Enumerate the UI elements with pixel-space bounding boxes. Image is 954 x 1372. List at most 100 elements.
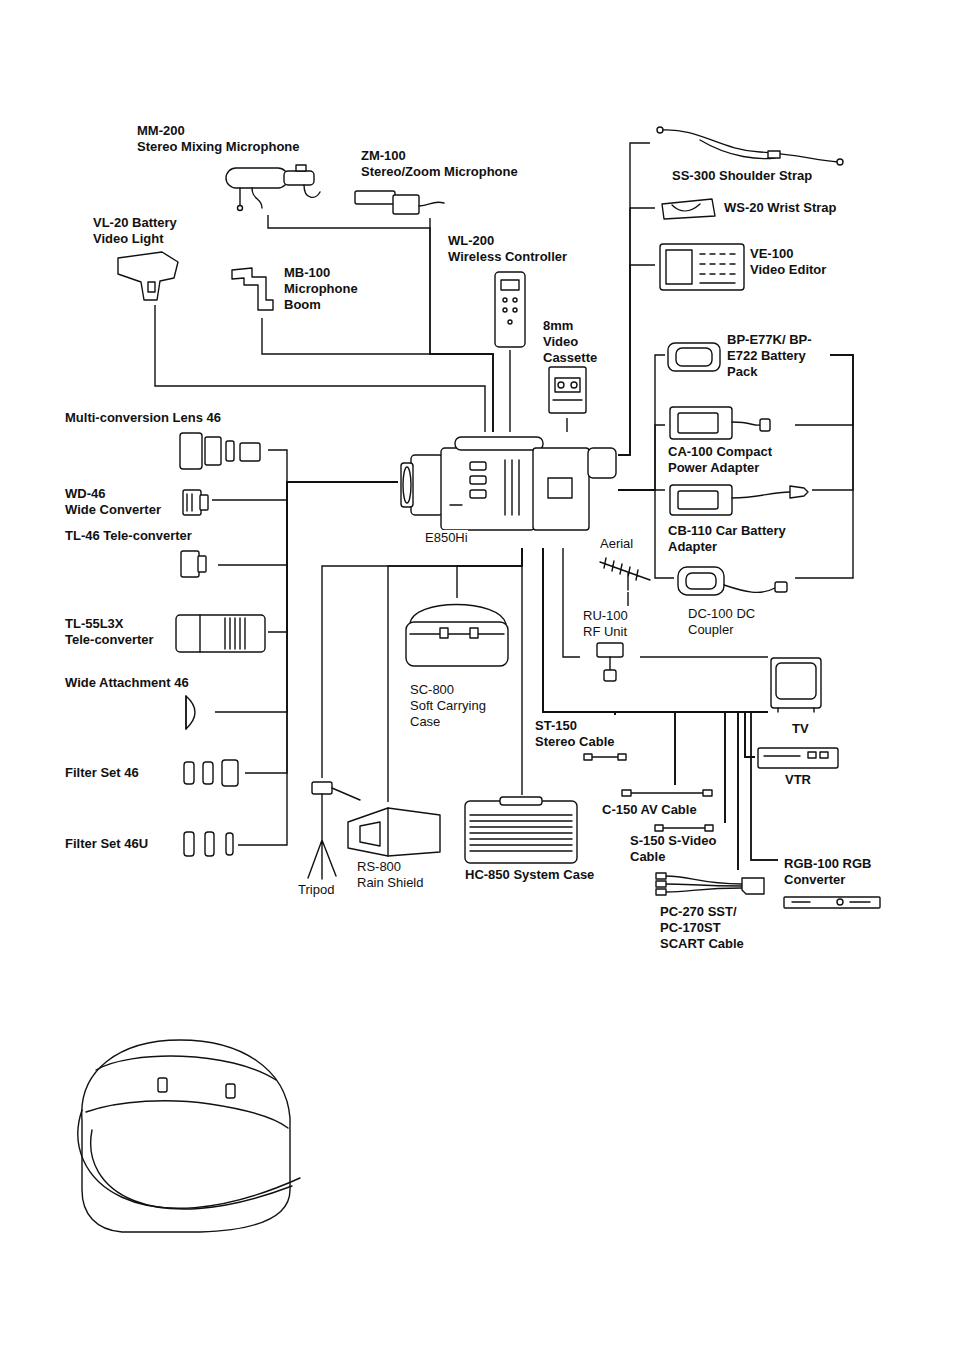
part-label: Tripod (298, 882, 334, 898)
cable-connector (618, 490, 674, 578)
multi-conversion-lens (180, 433, 260, 469)
scart-cable (656, 873, 764, 895)
shoulder-strap (657, 127, 663, 133)
accessory-node: PC-270 SST/ PC-170ST SCART Cable (653, 870, 767, 954)
part-label: VL-20 Battery Video Light (93, 215, 194, 247)
car-battery-adapter (670, 485, 808, 515)
accessory-node: Filter Set 46U (63, 828, 238, 860)
shoulder-strap (837, 159, 843, 165)
system-case (470, 815, 572, 851)
cable-connector (618, 265, 655, 455)
battery-pack (676, 348, 712, 366)
tele-converter-large (176, 615, 265, 652)
part-label: ZM-100 (361, 148, 406, 164)
accessory-node: 8mm Video Cassette (541, 316, 607, 418)
battery-video-light (118, 252, 178, 300)
dc-coupler (724, 585, 775, 592)
camcorder (450, 460, 519, 515)
part-label: S-150 S-Video Cable (630, 833, 730, 865)
s-video-cable (662, 827, 706, 828)
cable-connector (563, 548, 580, 657)
stereo-zoom-microphone (355, 191, 444, 214)
shoulder-strap (657, 127, 843, 165)
camcorder (441, 448, 535, 530)
television (776, 663, 816, 699)
part-label: CA-100 Compact Power Adapter (668, 444, 793, 476)
accessory-node: TL-46 Tele-converter (63, 526, 218, 580)
stereo-cable (584, 754, 592, 760)
car-battery-adapter (670, 485, 732, 515)
rgb-converter (784, 897, 880, 908)
part-label: BP-E77K/ BP-E722 Battery Pack (727, 332, 822, 380)
part-label: DC-100 DC Coupler (688, 606, 773, 638)
part-label: VTR (785, 772, 811, 788)
stereo-mixing-microphone (284, 171, 314, 185)
part-description: Rain Shield (357, 875, 424, 891)
wireless-controller (513, 308, 517, 312)
car-battery-adapter (790, 486, 808, 498)
accessory-node: Wide Attachment 46 (63, 673, 215, 732)
accessory-node: Aerial (596, 535, 652, 592)
stereo-cable (590, 756, 620, 757)
compact-power-adapter (760, 419, 770, 431)
part-label: Multi-conversion Lens 46 (65, 410, 221, 426)
video-cassette (549, 367, 586, 413)
part-description: Wide Converter (65, 502, 161, 518)
cable-connector (615, 712, 755, 757)
accessory-node: S-150 S-Video Cable (628, 823, 735, 868)
part-label: Filter Set 46U (65, 836, 148, 852)
part-description: Microphone Boom (284, 281, 368, 313)
scart-cable (656, 873, 666, 879)
camcorder (401, 463, 413, 507)
filter-set-u (184, 832, 233, 856)
part-label: ST-150 (535, 718, 577, 734)
part-label: HC-850 System Case (465, 867, 594, 883)
camcorder (470, 476, 486, 484)
stereo-cable (584, 754, 626, 760)
camcorder (455, 437, 543, 450)
video-editor (700, 254, 735, 283)
camcorder (403, 467, 411, 503)
microphone-boom (232, 268, 273, 310)
video-editor (660, 244, 744, 290)
accessory-node: WS-20 Wrist Strap (655, 195, 860, 222)
accessory-node: TV (768, 655, 824, 740)
soft-carrying-case (410, 633, 504, 634)
multi-conversion-lens (240, 443, 260, 461)
system-case (465, 797, 577, 863)
soft-carrying-case (440, 628, 448, 638)
shoulder-strap (768, 151, 780, 158)
part-label: MM-200 (137, 123, 185, 139)
multi-conversion-lens (180, 433, 202, 469)
dc-coupler (686, 573, 716, 589)
carrying-bag-illustration (96, 1056, 276, 1080)
accessory-node: DC-100 DC Coupler (674, 562, 795, 642)
compact-power-adapter (670, 407, 732, 439)
cable-connector (795, 355, 853, 578)
rf-unit (604, 670, 616, 681)
microphone-boom (232, 268, 273, 310)
accessory-node: VE-100Video Editor (655, 240, 845, 292)
part-label: TV (792, 721, 809, 737)
cable-connector (675, 712, 768, 785)
cable-connector (543, 548, 738, 870)
part-description: Soft Carrying Case (410, 698, 506, 730)
rf-unit (609, 657, 610, 670)
wide-converter (183, 490, 201, 515)
accessory-node: ST-150Stereo Cable (533, 715, 630, 762)
part-label: TL-55L3X (65, 616, 124, 632)
camcorder (411, 455, 443, 515)
cable-connector (725, 712, 768, 823)
wide-converter (183, 490, 208, 515)
part-label: CB-110 Car Battery Adapter (668, 523, 803, 555)
stereo-zoom-microphone (419, 202, 444, 206)
scart-cable (666, 876, 742, 892)
part-label: Filter Set 46 (65, 765, 139, 781)
cable-connector (566, 418, 567, 432)
camcorder (548, 478, 572, 498)
video-recorder (820, 752, 828, 758)
video-recorder (808, 752, 816, 758)
rf-unit (597, 643, 623, 681)
wireless-controller (508, 320, 512, 324)
cable-connector (238, 482, 398, 845)
